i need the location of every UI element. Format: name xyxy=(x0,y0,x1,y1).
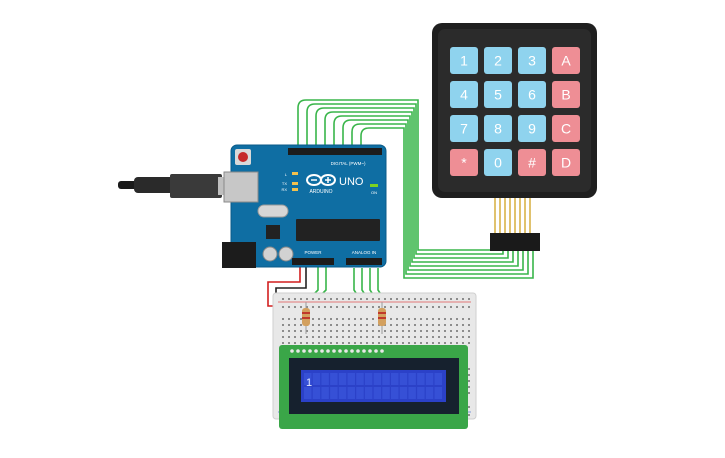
keypad-key-label: * xyxy=(461,155,467,171)
keypad-key-label: 5 xyxy=(494,87,502,103)
lcd-pin xyxy=(296,349,300,353)
led-tx-label: TX xyxy=(282,181,287,186)
lcd-pin xyxy=(302,349,306,353)
keypad-key-5[interactable]: 5 xyxy=(484,81,512,108)
keypad-key-6[interactable]: 6 xyxy=(518,81,546,108)
lcd-pin-header xyxy=(290,349,384,353)
lcd-pin xyxy=(350,349,354,353)
keypad-key-0[interactable]: 0 xyxy=(484,149,512,176)
lcd-pin xyxy=(362,349,366,353)
keypad-key-1[interactable]: 1 xyxy=(450,47,478,74)
keypad-key-label: 0 xyxy=(494,155,502,171)
lcd-pin xyxy=(290,349,294,353)
arduino-logo-icon xyxy=(306,174,336,186)
led-l-label: L xyxy=(285,172,288,177)
keypad-key-B[interactable]: B xyxy=(552,81,580,108)
lcd-character-cells xyxy=(304,373,442,399)
power-header-label: POWER xyxy=(304,250,322,255)
keypad-wire-7[interactable] xyxy=(351,123,529,275)
usb-cable[interactable] xyxy=(118,174,234,198)
keypad-key-label: 1 xyxy=(460,53,468,69)
keypad-wire-5[interactable] xyxy=(333,115,519,267)
lcd-pin xyxy=(314,349,318,353)
analog-header xyxy=(346,258,382,265)
crystal xyxy=(257,204,289,218)
led-tx xyxy=(292,182,298,185)
small-ic xyxy=(266,225,280,239)
keypad-connector xyxy=(490,198,540,251)
keypad-key-label: 9 xyxy=(528,121,536,137)
lcd-pin xyxy=(368,349,372,353)
resistor-1[interactable] xyxy=(302,302,310,334)
keypad-key-2[interactable]: 2 xyxy=(484,47,512,74)
lcd-pin xyxy=(332,349,336,353)
keypad-keys: 1 2 3 A 4 5 6 B 7 8 9 C * 0 # D xyxy=(450,47,580,176)
keypad-key-7[interactable]: 7 xyxy=(450,115,478,142)
lcd-16x2-module[interactable]: 1 xyxy=(279,345,468,429)
keypad-key-hash[interactable]: # xyxy=(518,149,546,176)
arduino-uno-board[interactable]: ARDUINO UNO DIGITAL (PWM~) POWER ANALOG … xyxy=(222,144,387,268)
resistor-2[interactable] xyxy=(378,302,386,334)
lcd-pin xyxy=(356,349,360,353)
analog-header-label: ANALOG IN xyxy=(352,250,377,255)
reset-button[interactable] xyxy=(235,149,251,165)
led-rx xyxy=(292,188,298,191)
power-jack xyxy=(222,242,256,268)
keypad-key-label: B xyxy=(561,87,570,103)
keypad-wires xyxy=(297,99,534,279)
led-on-label: ON xyxy=(371,190,377,195)
keypad-key-9[interactable]: 9 xyxy=(518,115,546,142)
microcontroller-chip xyxy=(296,219,380,241)
lcd-pin xyxy=(326,349,330,353)
keypad-key-3[interactable]: 3 xyxy=(518,47,546,74)
keypad-key-label: # xyxy=(528,155,536,171)
lcd-pin xyxy=(380,349,384,353)
lcd-display-text: 1 xyxy=(306,377,312,389)
keypad-wire-3[interactable] xyxy=(315,107,509,259)
keypad-key-star[interactable]: * xyxy=(450,149,478,176)
keypad-key-label: 8 xyxy=(494,121,502,137)
digital-header-label: DIGITAL (PWM~) xyxy=(331,161,366,166)
led-on xyxy=(370,184,378,187)
led-rx-label: RX xyxy=(281,187,287,192)
arduino-logo-text: ARDUINO xyxy=(309,189,332,195)
keypad-key-label: 3 xyxy=(528,53,536,69)
digital-header xyxy=(288,148,382,155)
keypad-wire-4[interactable] xyxy=(324,111,514,263)
lcd-pin xyxy=(308,349,312,353)
arduino-model-text: UNO xyxy=(339,176,364,188)
keypad-wire-1[interactable] xyxy=(297,99,499,251)
usb-socket xyxy=(223,171,259,203)
keypad-key-label: 7 xyxy=(460,121,468,137)
keypad-wire-6[interactable] xyxy=(342,119,524,271)
keypad-wire-2[interactable] xyxy=(306,103,504,255)
keypad-key-4[interactable]: 4 xyxy=(450,81,478,108)
keypad-key-label: 2 xyxy=(494,53,502,69)
capacitor-2 xyxy=(278,246,294,262)
lcd-pin xyxy=(320,349,324,353)
keypad-key-C[interactable]: C xyxy=(552,115,580,142)
keypad-4x4[interactable]: 1 2 3 A 4 5 6 B 7 8 9 C * 0 # D xyxy=(432,23,597,251)
keypad-key-8[interactable]: 8 xyxy=(484,115,512,142)
keypad-key-A[interactable]: A xyxy=(552,47,580,74)
lcd-pin xyxy=(374,349,378,353)
keypad-wire-8[interactable] xyxy=(360,127,534,279)
keypad-key-label: D xyxy=(561,155,571,171)
led-l xyxy=(292,172,298,175)
keypad-key-label: 6 xyxy=(528,87,536,103)
lcd-pin xyxy=(338,349,342,353)
keypad-key-label: C xyxy=(561,121,571,137)
capacitor-1 xyxy=(262,246,278,262)
power-header xyxy=(292,258,334,265)
keypad-key-label: 4 xyxy=(460,87,468,103)
keypad-key-label: A xyxy=(561,53,571,69)
lcd-pin xyxy=(344,349,348,353)
keypad-key-D[interactable]: D xyxy=(552,149,580,176)
